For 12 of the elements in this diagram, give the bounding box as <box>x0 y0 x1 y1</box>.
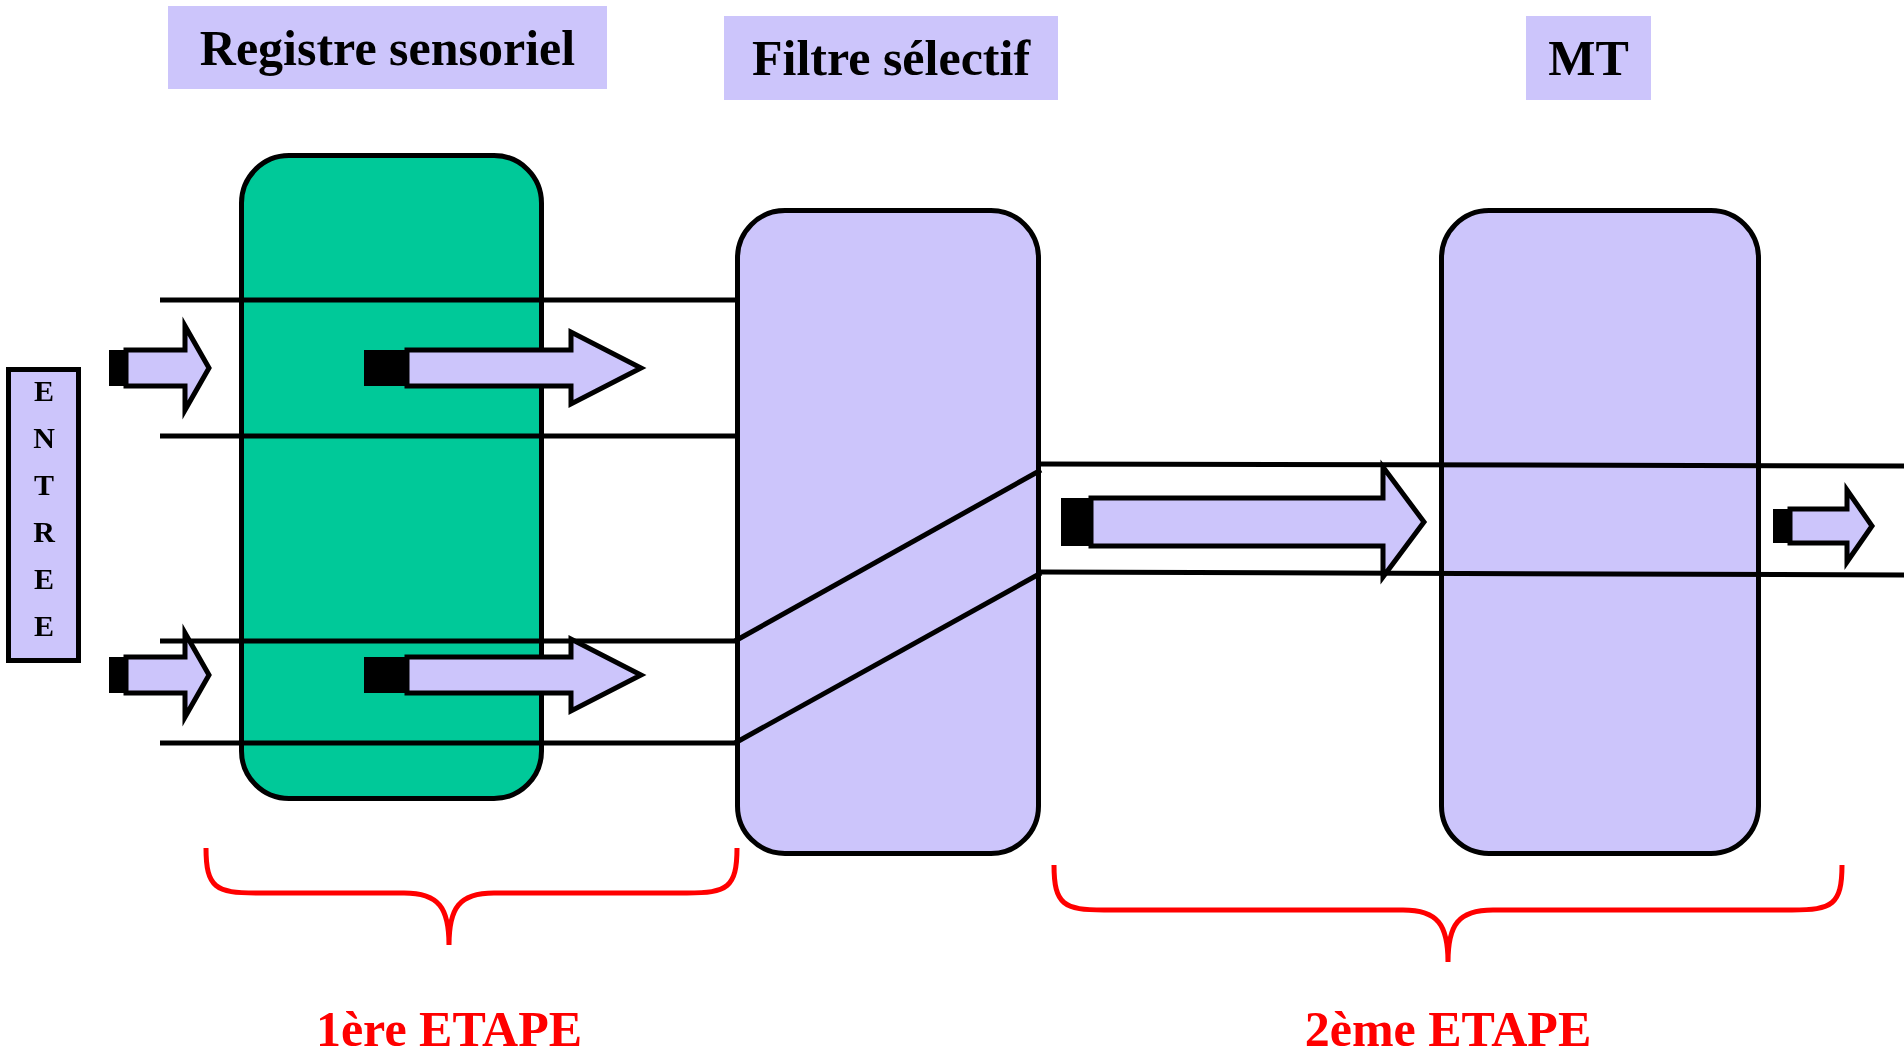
block-arrow <box>109 623 212 727</box>
stage-label: 2ème ETAPE <box>1304 1000 1592 1047</box>
heading-label: Registre sensoriel <box>168 6 607 89</box>
heading-label: MT <box>1526 16 1651 100</box>
stage-label: 1ère ETAPE <box>315 1000 583 1047</box>
input-box: ENTREE <box>6 367 81 663</box>
block-arrow <box>109 316 212 420</box>
heading-label: Filtre sélectif <box>724 16 1058 100</box>
block-arrow <box>364 634 647 716</box>
block-arrow <box>364 327 647 409</box>
block-arrow <box>1061 459 1428 585</box>
block-arrow <box>1773 482 1876 570</box>
